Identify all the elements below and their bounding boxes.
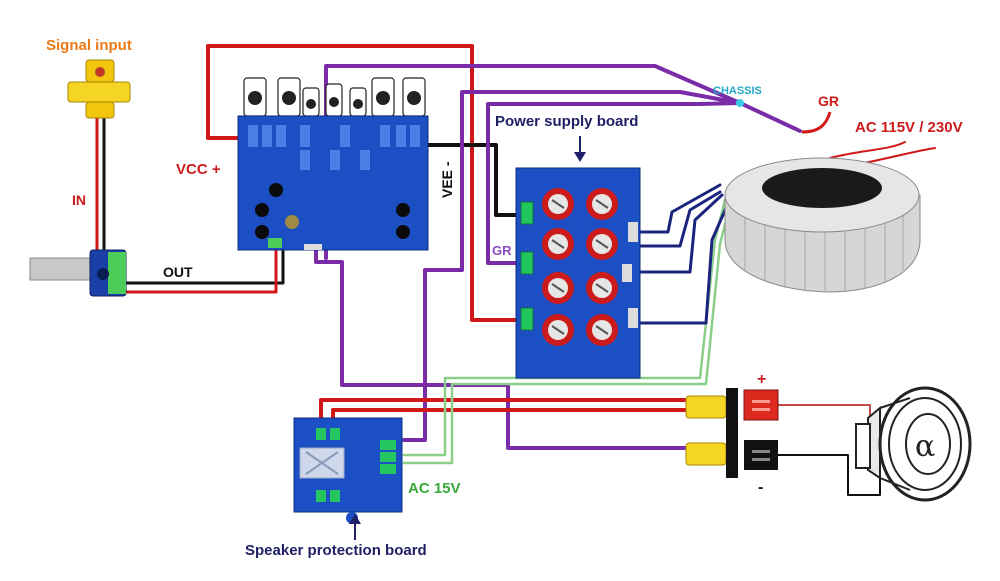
arrow-power-supply	[574, 136, 586, 162]
out-label: OUT	[163, 264, 193, 280]
wire-xfmr-4	[638, 190, 722, 248]
svg-text:α: α	[915, 429, 935, 464]
power-supply-board-icon	[515, 167, 641, 379]
ac-15v-label: AC 15V	[408, 480, 461, 497]
toroidal-transformer-icon	[724, 157, 921, 293]
wire-vcc	[206, 44, 524, 322]
chassis-point	[736, 99, 744, 107]
gr-mains-label: GR	[818, 93, 839, 109]
wire-out-black	[123, 243, 285, 285]
wire-xfmr-2	[638, 193, 724, 274]
wire-mains-1	[829, 141, 906, 159]
signal-input-label: Signal input	[46, 37, 132, 54]
arrows	[349, 136, 586, 540]
amplifier-board-icon	[237, 77, 429, 251]
mains-gr-lead	[801, 111, 832, 134]
potentiometer-icon[interactable]	[29, 249, 127, 297]
in-label: IN	[72, 192, 86, 208]
arrow-speaker-protection	[349, 514, 361, 540]
minus-label: -	[758, 479, 763, 496]
wire-speaker-minus	[314, 248, 692, 450]
wire-ac15-b	[402, 203, 732, 465]
chassis-label: CHASSIS	[713, 85, 762, 97]
wire-spk-black	[777, 454, 881, 496]
wire-gr-protect	[402, 90, 742, 442]
vee-label: VEE -	[439, 161, 455, 198]
labels: Signal input IN VCC + OUT VEE - Power su…	[46, 37, 963, 559]
wire-out-red	[123, 243, 278, 294]
wire-chassis-gr	[738, 101, 802, 133]
wire-spk-red	[777, 404, 871, 419]
capacitor-bank	[542, 188, 618, 346]
wire-xfmr-1	[638, 183, 722, 234]
rca-jack-icon	[67, 59, 131, 119]
wire-xfmr-3	[638, 206, 728, 325]
vcc-label: VCC +	[176, 161, 221, 178]
loudspeaker-icon: α	[855, 386, 972, 502]
speaker-protection-board-label: Speaker protection board	[245, 542, 427, 559]
wire-gr-psu	[486, 101, 742, 265]
plus-label: +	[757, 371, 766, 388]
wire-speaker-plus-a	[319, 398, 692, 427]
speaker-protection-board-icon	[293, 417, 403, 524]
gr-psu-label: GR	[492, 243, 512, 258]
speaker-terminal-icon	[685, 388, 779, 478]
ac-mains-label: AC 115V / 230V	[855, 119, 963, 136]
power-supply-board-label: Power supply board	[495, 113, 638, 130]
